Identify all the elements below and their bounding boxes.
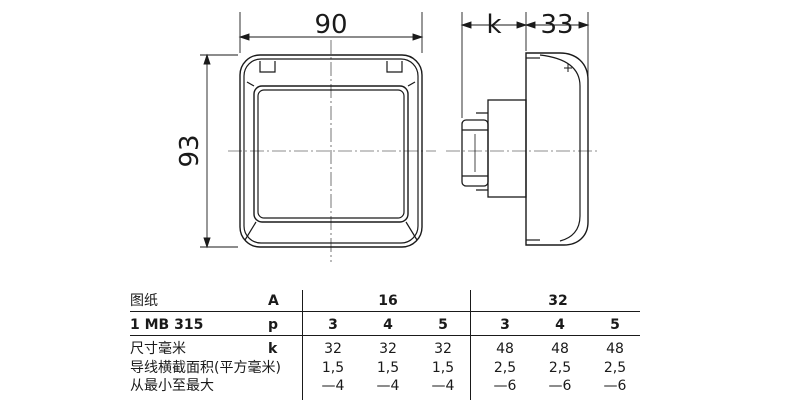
wire-min-cell: 1,5 xyxy=(431,360,455,376)
depth-label: 33 xyxy=(540,10,573,40)
side-view xyxy=(446,52,598,246)
pole-count-cell: 4 xyxy=(383,317,393,333)
row-label-drawing: 图纸 xyxy=(130,293,158,309)
pole-count-cell: 4 xyxy=(555,317,565,333)
wire-max-cell: —6 xyxy=(548,378,572,394)
wire-min-cell: 1,5 xyxy=(376,360,400,376)
height-label: 93 xyxy=(175,134,205,167)
wire-min-cell: 2,5 xyxy=(493,360,517,376)
row-label-size: 尺寸毫米 xyxy=(130,341,186,357)
wire-min-cell: 2,5 xyxy=(603,360,627,376)
wire-max-cell: —6 xyxy=(603,378,627,394)
table-rule-group-1 xyxy=(302,290,303,400)
front-view xyxy=(228,40,436,262)
row-label-drawing-no: 1 MB 315 xyxy=(130,317,204,333)
technical-drawing: 90 93 k 33 xyxy=(175,10,598,262)
row-label-min-max: 从最小至最大 xyxy=(130,378,214,394)
wire-max-cell: —4 xyxy=(321,378,345,394)
pole-count-cell: 5 xyxy=(438,317,448,333)
table-rule-top xyxy=(130,311,640,312)
width-dimension xyxy=(238,12,424,53)
pole-count-cell: 3 xyxy=(500,317,510,333)
wire-min-cell: 2,5 xyxy=(548,360,572,376)
height-dimension xyxy=(200,53,238,249)
size-k-cell: 48 xyxy=(606,341,624,357)
size-k-cell: 32 xyxy=(324,341,342,357)
group-header-32a: 32 xyxy=(548,293,568,309)
wire-max-cell: —4 xyxy=(431,378,455,394)
depth-dimensions xyxy=(460,12,590,118)
size-k-cell: 48 xyxy=(496,341,514,357)
width-label: 90 xyxy=(314,10,347,40)
row-label-wire-cross-section: 导线横截面积(平方毫米) xyxy=(130,360,281,376)
pole-count-cell: 5 xyxy=(610,317,620,333)
size-k-cell: 32 xyxy=(434,341,452,357)
wire-min-cell: 1,5 xyxy=(321,360,345,376)
size-k-cell: 48 xyxy=(551,341,569,357)
pole-count-cell: 3 xyxy=(328,317,338,333)
wire-max-cell: —6 xyxy=(493,378,517,394)
size-k-cell: 32 xyxy=(379,341,397,357)
depth-k-label: k xyxy=(486,10,501,40)
group-header-16a: 16 xyxy=(378,293,398,309)
table-rule-mid xyxy=(130,335,640,336)
symbol-p: p xyxy=(268,317,279,333)
symbol-a: A xyxy=(268,293,279,309)
wire-max-cell: —4 xyxy=(376,378,400,394)
symbol-k: k xyxy=(268,341,278,357)
table-rule-group-2 xyxy=(470,290,471,400)
